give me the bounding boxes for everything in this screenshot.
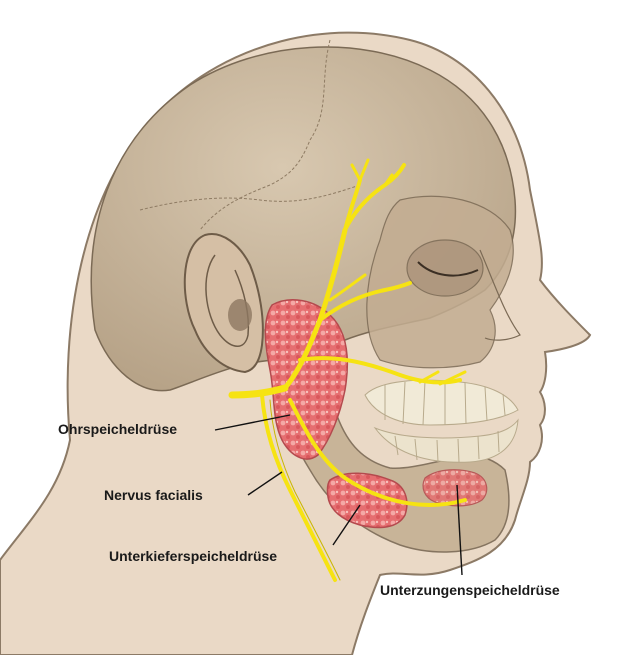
label-sublingual-gland: Unterzungenspeicheldrüse [380, 582, 560, 598]
eye-socket [407, 240, 483, 296]
sublingual-gland [423, 470, 487, 506]
label-submandibular-gland: Unterkieferspeicheldrüse [109, 548, 277, 564]
label-parotid-gland: Ohrspeicheldrüse [58, 421, 177, 437]
label-facial-nerve: Nervus facialis [104, 487, 203, 503]
ear-canal [228, 299, 252, 331]
